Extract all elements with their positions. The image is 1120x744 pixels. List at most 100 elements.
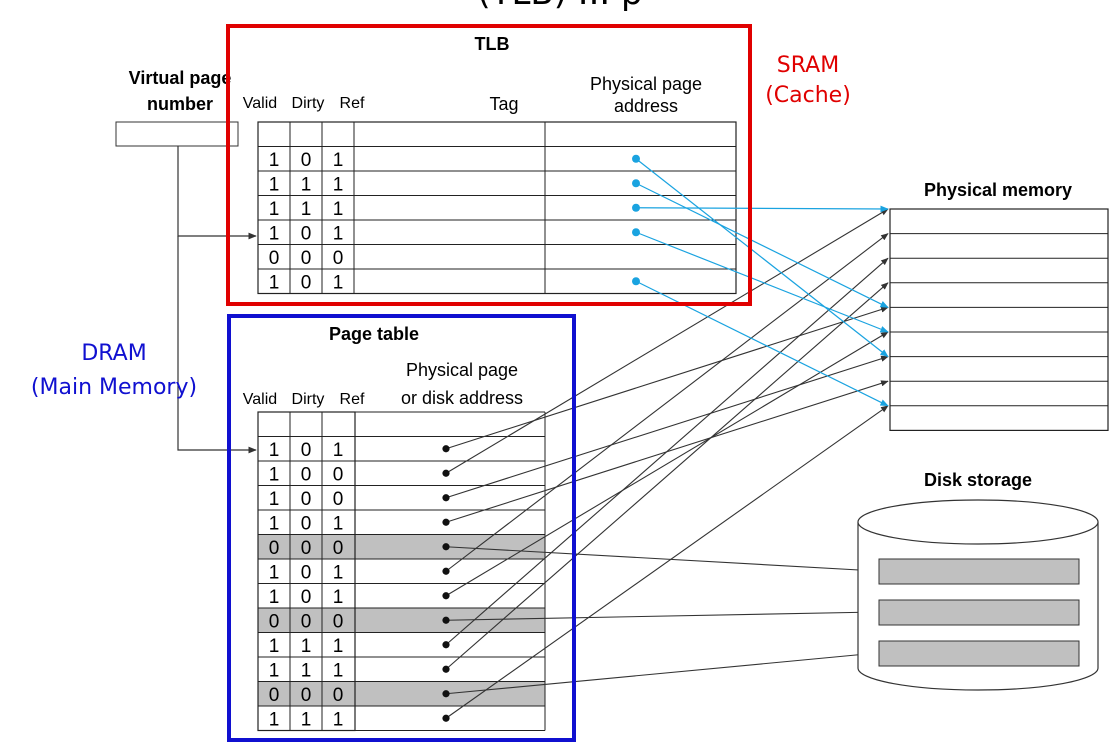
page-table-valid-cell: 1 (269, 440, 280, 461)
page-table-shaded-row (258, 681, 545, 706)
tlb-col-dirty: Dirty (292, 95, 325, 112)
page-table-shaded-row (258, 608, 545, 633)
vpn-to-page-table-line (177, 236, 257, 454)
page-table-pointer-dot (442, 567, 450, 575)
page-table-dirty-cell: 0 (301, 685, 312, 706)
disk-block (878, 640, 1080, 667)
page-table-col-dirty: Dirty (292, 391, 325, 408)
tlb-pointer-dot (632, 277, 640, 286)
page-table-col-ref: Ref (340, 391, 365, 408)
page-table-memory-note: (Main Memory) (31, 375, 197, 400)
page-table-valid-cell: 1 (269, 660, 280, 681)
tlb-memory-type: SRAM (777, 53, 839, 78)
tlb-dirty-cell: 0 (301, 223, 312, 244)
tlb-dirty-cell: 0 (301, 272, 312, 293)
page-table-dirty-cell: 0 (301, 489, 312, 510)
page-table-to-memory-arrow (445, 355, 889, 499)
page-table-dirty-cell: 0 (301, 562, 312, 583)
page-table-ref-cell: 0 (333, 538, 344, 559)
page-table-col-phys-1: Physical page (406, 360, 518, 380)
page-table-ref-cell: 0 (333, 611, 344, 632)
page-table-valid-cell: 0 (269, 685, 280, 706)
physical-memory-title: Physical memory (924, 180, 1072, 200)
disk-blocks (878, 558, 1080, 667)
page-table-dirty-cell: 0 (301, 587, 312, 608)
vpn-to-tlb-line (177, 146, 257, 240)
tlb-dirty-cell: 1 (301, 199, 312, 220)
tlb-col-valid: Valid (243, 95, 277, 112)
page-table-to-memory-arrow (445, 331, 889, 597)
page-table-to-memory-arrow (445, 233, 889, 572)
tlb-valid-cell: 1 (269, 223, 280, 244)
page-table-col-phys-2: or disk address (401, 388, 523, 408)
virtual-page-label-1: Virtual page (129, 68, 232, 88)
page-table-dirty-cell: 0 (301, 440, 312, 461)
page-table-pointer-dot (442, 469, 450, 477)
tlb-to-memory-arrow (635, 231, 889, 333)
page-table-valid-cell: 1 (269, 489, 280, 510)
tlb-ref-cell: 0 (333, 248, 344, 269)
tlb-dirty-cell: 0 (301, 248, 312, 269)
page-table-valid-cell: 1 (269, 562, 280, 583)
mapping-arrows (445, 158, 889, 719)
page-table-valid-cell: 1 (269, 709, 280, 730)
page-table-dirty-cell: 1 (301, 709, 312, 730)
tlb-to-memory-arrow (635, 280, 889, 407)
disk-cylinder-top (857, 499, 1099, 545)
page-table-dirty-cell: 1 (301, 636, 312, 657)
virtual-page-label-2: number (147, 94, 213, 114)
page-table-ref-cell: 0 (333, 464, 344, 485)
page-table-ref-cell: 1 (333, 660, 344, 681)
tlb-pointer-dot (632, 203, 640, 212)
page-table-ref-cell: 1 (333, 587, 344, 608)
shaded-rows (258, 534, 545, 706)
page-table-pointer-dot (442, 592, 450, 600)
tlb-col-ref: Ref (340, 95, 365, 112)
page-table-shaded-row (258, 534, 545, 559)
tlb-region-border (226, 24, 752, 306)
page-table-region-border (227, 314, 576, 742)
page-table-valid-cell: 0 (269, 538, 280, 559)
page-table-pointer-dot (442, 543, 450, 551)
tlb-memory-note: (Cache) (765, 83, 851, 108)
page-table-ref-cell: 0 (333, 685, 344, 706)
page-table-ref-cell: 1 (333, 709, 344, 730)
page-table-to-disk-arrow (445, 650, 878, 695)
tlb-ref-cell: 1 (333, 199, 344, 220)
page-table-dirty-cell: 0 (301, 464, 312, 485)
page-table-valid-cell: 1 (269, 587, 280, 608)
tlb-valid-cell: 0 (269, 248, 280, 269)
tlb-col-phys-2: address (614, 96, 678, 116)
page-table-ref-cell: 1 (333, 562, 344, 583)
page-header-partial: (TLB) ... p (477, 0, 642, 13)
disk-storage-title: Disk storage (924, 470, 1032, 490)
tlb-pointer-dot (632, 154, 640, 163)
page-table-pointer-dot (442, 518, 450, 526)
page-table-pointer-dot (442, 714, 450, 722)
page-table-to-memory-arrow (445, 405, 889, 719)
page-table-col-valid: Valid (243, 391, 277, 408)
page-table-pointer-dot (442, 616, 450, 624)
page-table-valid-cell: 1 (269, 513, 280, 534)
disk-block (878, 558, 1080, 585)
page-table-to-memory-arrow (445, 257, 889, 646)
tlb-dirty-cell: 1 (301, 174, 312, 195)
tlb-valid-cell: 1 (269, 199, 280, 220)
page-table-dirty-cell: 1 (301, 660, 312, 681)
page-table-memory-type: DRAM (81, 341, 146, 366)
page-table-valid-cell: 1 (269, 464, 280, 485)
page-table-valid-cell: 1 (269, 636, 280, 657)
tlb-ref-cell: 1 (333, 223, 344, 244)
page-table-ref-cell: 0 (333, 489, 344, 510)
tlb-pointer-dot (632, 228, 640, 237)
page-table-valid-cell: 0 (269, 611, 280, 632)
tlb-col-tag: Tag (489, 94, 518, 114)
tlb-dirty-cell: 0 (301, 150, 312, 171)
page-table-pointer-dot (442, 494, 450, 502)
page-table-ref-cell: 1 (333, 513, 344, 534)
disk-block (878, 599, 1080, 626)
page-table-to-memory-arrow (445, 208, 889, 474)
physical-memory-box (889, 208, 1109, 431)
page-table-to-disk-arrow (445, 609, 878, 621)
